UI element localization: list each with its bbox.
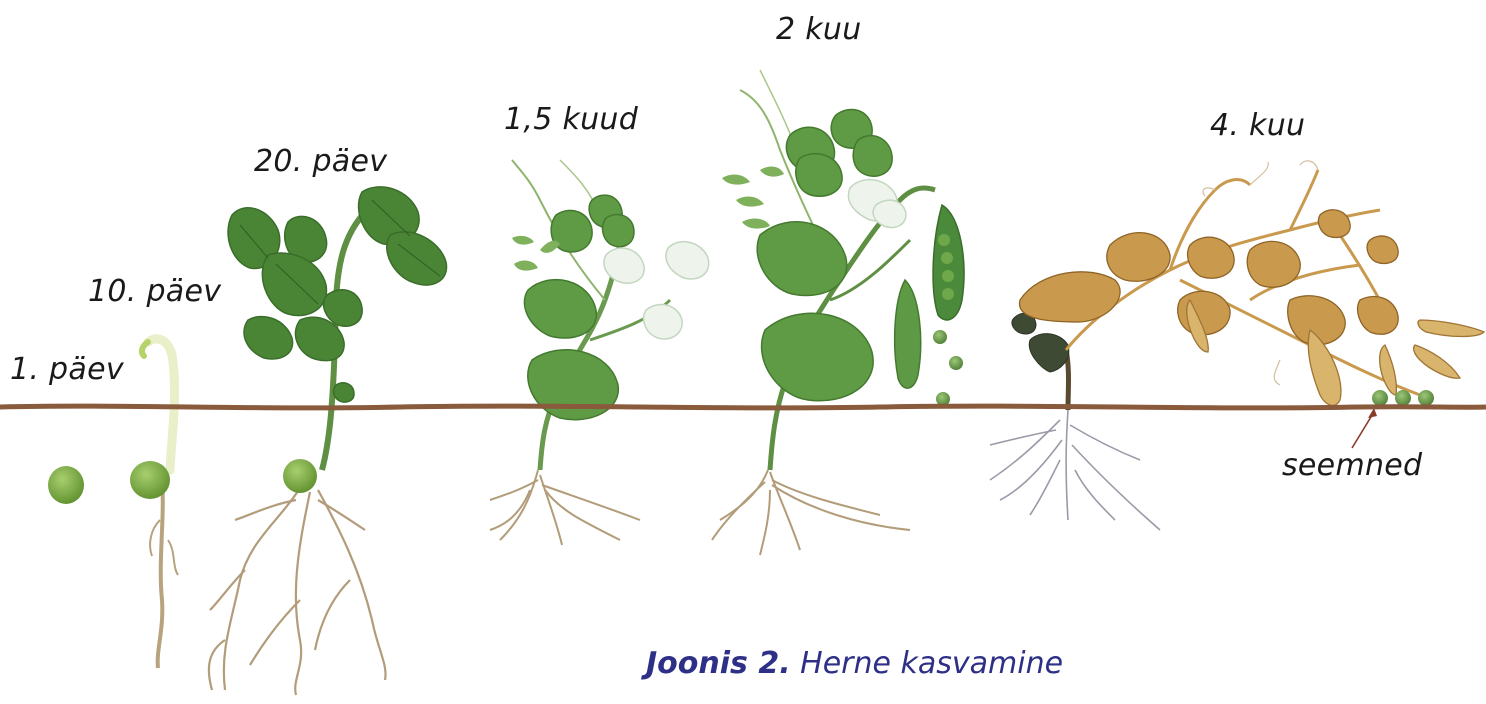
- mature-seed: [1418, 390, 1434, 406]
- seeds-label: seemned: [1282, 448, 1422, 483]
- stage-10-day-sprout: [130, 339, 178, 668]
- seeds-pointer-arrowhead: [1368, 408, 1377, 418]
- pea-seed: [48, 466, 84, 504]
- stage-20-day-seedling: [209, 187, 447, 695]
- stage-label-day-10: 10. päev: [88, 274, 221, 309]
- stage-label-1-5-months: 1,5 kuud: [504, 102, 638, 137]
- stage-label-4-months: 4. kuu: [1210, 108, 1305, 143]
- stage-2-months-pods: [712, 70, 964, 555]
- soil-line: [0, 406, 1486, 408]
- pea-flowers: [604, 242, 709, 339]
- stage-label-day-20: 20. päev: [254, 144, 387, 179]
- caption-text: Herne kasvamine: [800, 646, 1063, 681]
- stage-1-seed: [48, 466, 84, 504]
- mature-seed: [1372, 390, 1388, 406]
- figure-caption: Joonis 2. Herne kasvamine: [646, 646, 1063, 681]
- mature-seed: [1395, 390, 1411, 406]
- sprouted-pea: [130, 461, 170, 499]
- stage-label-day-1: 1. päev: [10, 352, 124, 387]
- stage-label-2-months: 2 kuu: [776, 12, 862, 47]
- stage-1-5-months-flowering: [490, 160, 709, 545]
- caption-number: Joonis 2.: [646, 646, 791, 681]
